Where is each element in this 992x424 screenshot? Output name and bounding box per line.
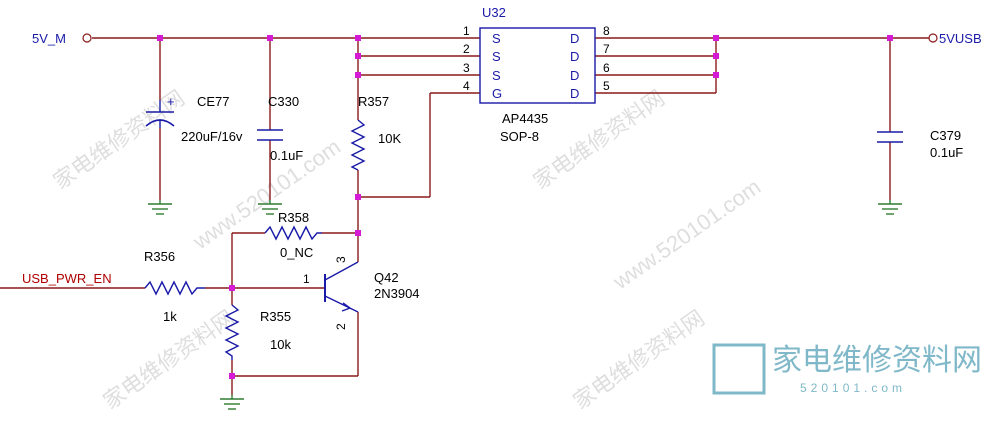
- ic-pin-number: 4: [463, 79, 470, 93]
- ic-refdes: U32: [482, 5, 506, 20]
- ground-icon: [148, 200, 172, 215]
- ic-pin-number: 7: [603, 42, 610, 56]
- net-port-5vusb[interactable]: 5VUSB: [928, 31, 982, 46]
- transistor-q42[interactable]: 1 3 2 Q42 2N3904: [303, 256, 420, 330]
- ce77-refdes: CE77: [197, 94, 230, 109]
- ic-u32[interactable]: U32 AP4435 SOP-8 1 2 3 4 S S S G 8 7 6 5…: [463, 5, 610, 144]
- q42-pin-emitter: 2: [334, 323, 348, 330]
- junction-layer: [157, 35, 893, 379]
- ic-pin-name: D: [570, 49, 579, 64]
- net-port-5v-m[interactable]: 5V_M: [32, 31, 92, 46]
- c330-refdes: C330: [268, 94, 299, 109]
- logo-text: 家电维修资料网: [772, 344, 982, 377]
- ic-pin-number: 5: [603, 79, 610, 93]
- c330-value: 0.1uF: [270, 148, 303, 163]
- watermark-text-2: 家电维修资料网: [529, 85, 670, 194]
- capacitor-c330[interactable]: C330 0.1uF: [257, 94, 303, 163]
- capacitor-c379[interactable]: C379 0.1uF: [877, 128, 963, 160]
- c379-refdes: C379: [930, 128, 961, 143]
- net-port-usb-pwr-en[interactable]: USB_PWR_EN: [22, 271, 112, 286]
- ic-pin-name: S: [492, 68, 501, 83]
- c379-value: 0.1uF: [930, 145, 963, 160]
- ground-symbols: [148, 200, 902, 410]
- ground-icon: [258, 200, 282, 215]
- port-circle-icon: [928, 33, 938, 43]
- logo-icon: [712, 343, 766, 395]
- q42-refdes: Q42: [374, 270, 399, 285]
- ic-body: [479, 27, 596, 104]
- ic-pin-name: G: [492, 86, 502, 101]
- ic-package: SOP-8: [500, 129, 539, 144]
- wire-layer: [0, 37, 930, 395]
- r357-refdes: R357: [358, 94, 389, 109]
- logo-watermark: 家电维修资料网 520101.com: [712, 343, 982, 395]
- net-label-5v-m: 5V_M: [32, 31, 66, 46]
- port-circle-icon: [82, 33, 92, 43]
- ic-part: AP4435: [502, 111, 548, 126]
- watermark-url-1: www.520101.com: [188, 134, 345, 255]
- resistor-r356[interactable]: R356 1k: [144, 249, 205, 324]
- emitter-arrow-icon: [341, 302, 352, 312]
- ic-pin-number: 2: [463, 42, 470, 56]
- net-label-5vusb: 5VUSB: [939, 31, 982, 46]
- q42-part: 2N3904: [374, 286, 420, 301]
- r356-refdes: R356: [144, 249, 175, 264]
- watermark-text-4: 家电维修资料网: [569, 305, 710, 414]
- ic-pin-number: 8: [603, 24, 610, 38]
- ground-icon: [220, 395, 244, 410]
- watermark-url-2: www.520101.com: [608, 174, 765, 295]
- q42-pin-base: 1: [303, 272, 310, 286]
- ic-pin-number: 3: [463, 61, 470, 75]
- resistor-r355[interactable]: R355 10k: [224, 304, 291, 360]
- r358-value: 0_NC: [280, 245, 313, 260]
- ic-pin-name: D: [570, 68, 579, 83]
- r358-refdes: R358: [278, 210, 309, 225]
- q42-pin-collector: 3: [334, 256, 348, 263]
- ic-pin-number: 1: [463, 24, 470, 38]
- ce77-value: 220uF/16v: [181, 129, 243, 144]
- ic-pin-name: S: [492, 49, 501, 64]
- r355-value: 10k: [270, 337, 291, 352]
- capacitor-ce77[interactable]: + CE77 220uF/16v: [145, 94, 243, 144]
- ic-pin-name: D: [570, 31, 579, 46]
- r356-value: 1k: [163, 309, 177, 324]
- ic-pin-name: D: [570, 86, 579, 101]
- resistor-r357[interactable]: R357 10K: [350, 94, 401, 171]
- ground-icon: [878, 200, 902, 215]
- net-label-usb-pwr-en: USB_PWR_EN: [22, 271, 112, 286]
- logo-url: 520101.com: [800, 381, 906, 395]
- r357-value: 10K: [378, 131, 401, 146]
- resistor-r358[interactable]: R358 0_NC: [264, 210, 322, 260]
- polarity-plus-icon: +: [167, 94, 175, 109]
- r355-refdes: R355: [260, 309, 291, 324]
- ic-pin-name: S: [492, 31, 501, 46]
- ic-pin-number: 6: [603, 61, 610, 75]
